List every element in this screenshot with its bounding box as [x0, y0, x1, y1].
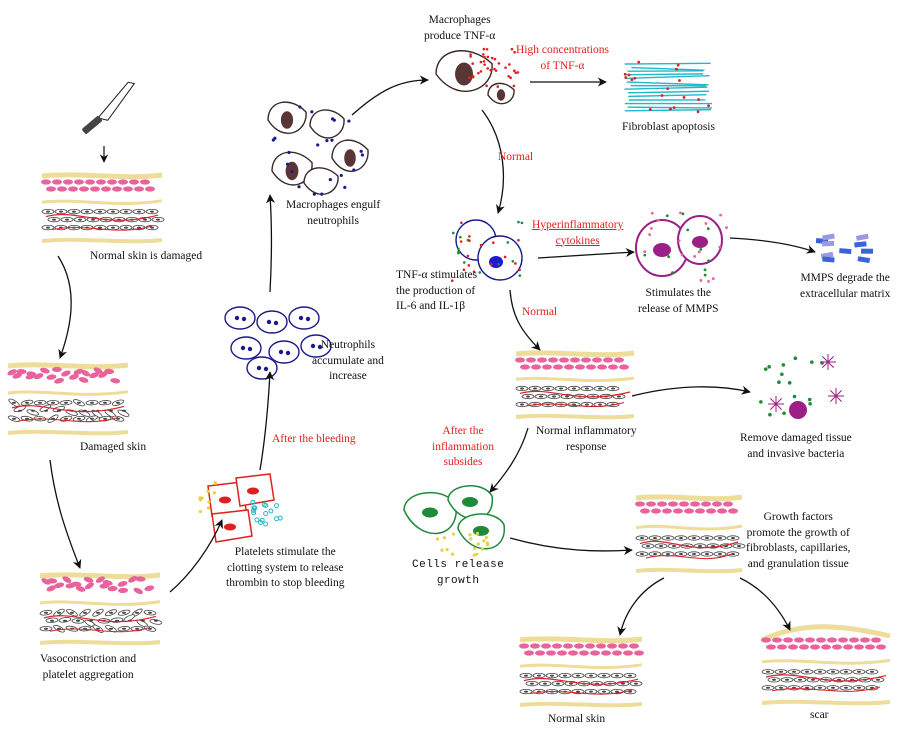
skin-normal-top [41, 172, 165, 244]
tnf-cells [450, 219, 524, 283]
label-normal-skin: Normal skin [548, 713, 606, 725]
arrow-normal-to-tnf [481, 109, 505, 214]
knife-icon [82, 81, 136, 134]
arrow-normal-to-damaged [57, 255, 72, 359]
arrow-to-normal-skin [617, 577, 665, 636]
label-normal-skin-damaged: Normal skin is damaged [90, 250, 203, 262]
macrophage-3 [331, 139, 369, 172]
macrophage-tnf-2 [487, 82, 515, 105]
arrow-platelets-to-neutrophils [259, 371, 275, 471]
label-damaged-skin: Damaged skin [80, 441, 147, 453]
skin-normal-inflammatory [515, 350, 635, 420]
arrow-to-mmps-degrade [729, 237, 816, 254]
macrophage-2 [309, 109, 345, 139]
arrow-inflammatory-to-cells [489, 427, 529, 493]
macrophage-1 [267, 101, 307, 134]
arrow-to-scar [739, 577, 791, 631]
macrophage-tnf-1 [435, 50, 493, 92]
label-after-bleeding: After the bleeding [272, 433, 356, 445]
fibroblast-fibers [623, 60, 712, 114]
arrow-macrophages-engulf-to-produce [351, 75, 429, 116]
arrow-cells-to-growth-factors [509, 537, 633, 556]
skin-damaged [7, 362, 130, 436]
arrow-to-remove-tissue [631, 385, 751, 397]
macrophage-5 [303, 167, 339, 195]
arrow-to-mmps-release [537, 247, 635, 259]
arrow-neutrophils-to-macrophages [266, 194, 276, 293]
platelet-cells [198, 473, 283, 543]
skin-growth [635, 494, 746, 574]
label-normal-2: Normal [522, 306, 558, 318]
arrow-vasoconstriction-to-platelets [169, 519, 223, 593]
skin-normal-final [519, 636, 644, 708]
label-fibroblast-apoptosis: Fibroblast apoptosis [622, 121, 715, 133]
label-scar: scar [810, 709, 829, 721]
growth-cells [403, 485, 505, 557]
mmps-fragments [815, 233, 874, 264]
skin-scar [760, 624, 891, 706]
hyperinflammatory-cells [635, 211, 728, 283]
arrow-damaged-to-vasoconstriction [49, 459, 82, 569]
bacteria-removal [759, 354, 844, 419]
label-normal-1: Normal [498, 151, 534, 163]
arrow-normal-to-inflammatory [509, 289, 541, 351]
skin-vasoconstriction [39, 572, 163, 646]
